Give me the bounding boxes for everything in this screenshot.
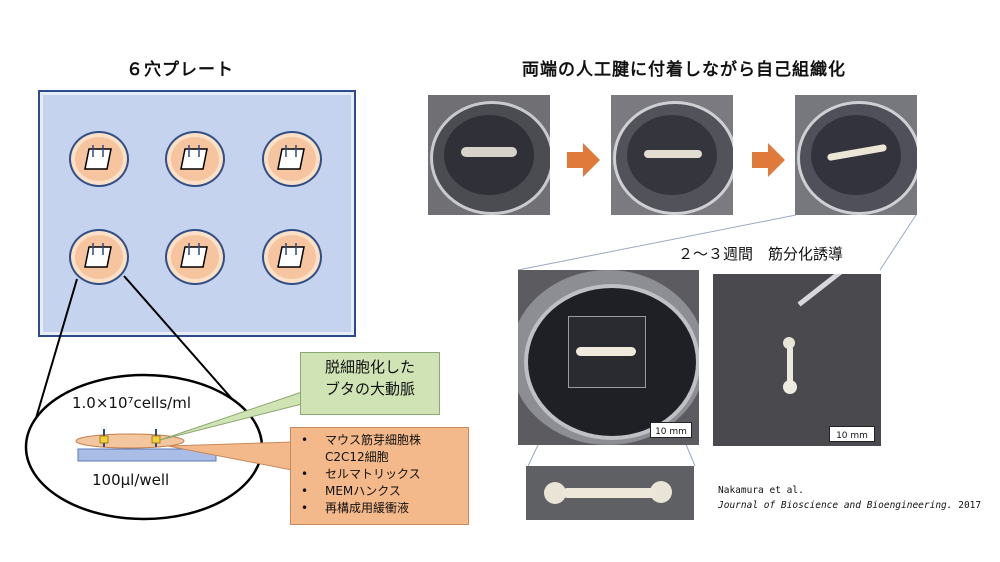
content-item: マウス筋芽細胞株 [301,432,468,449]
content-item: 再構成用緩衝液 [301,500,468,517]
scale-bar: 10 mm [829,426,875,442]
culture-photo-day-0 [428,95,550,215]
arrow-2 [752,143,785,177]
plate-title: ６穴プレート [126,60,234,80]
well-2 [165,131,225,187]
citation-authors: Nakamura et al. [718,485,804,496]
contents-callout: マウス筋芽細胞株 C2C12細胞 セルマトリックス MEMハンクス 再構成用緩衝… [290,427,469,525]
cell-density-label: 1.0×10⁷cells/ml [72,394,191,412]
scaffold-label-line-1: 脱細胞化した [324,358,415,376]
scaffold-label-line-2: ブタの大動脈 [324,380,415,398]
tissue-strip-photo [526,466,694,520]
citation-journal: Journal of Bioscience and Bioengineering… [718,500,953,511]
well-1 [69,131,129,187]
duration-label: ２～３週間 筋分化誘導 [678,245,844,263]
tissue-well-photo: 10 mm [518,270,699,445]
content-item: セルマトリックス [301,466,468,483]
volume-label: 100μl/well [92,471,170,489]
well-4 [69,229,129,285]
culture-photo-day-2 [795,95,917,215]
content-item: C2C12細胞 [325,450,389,464]
content-item: MEMハンクス [301,483,468,500]
well-5 [165,229,225,285]
scale-bar-label: 10 mm [655,427,687,437]
forceps-photo: 10 mm [713,274,881,446]
citation: Nakamura et al. Journal of Bioscience an… [718,483,981,513]
arrow-1 [567,143,600,177]
process-title: 両端の人工腱に付着しながら自己組織化 [522,60,846,80]
scaffold-callout: 脱細胞化した ブタの大動脈 [300,352,440,415]
culture-photo-day-1 [611,95,733,215]
scale-bar: 10 mm [650,422,692,438]
scale-bar-label: 10 mm [836,431,868,441]
well-6 [262,229,322,285]
well-3 [262,131,322,187]
citation-year: 2017 [958,500,982,511]
